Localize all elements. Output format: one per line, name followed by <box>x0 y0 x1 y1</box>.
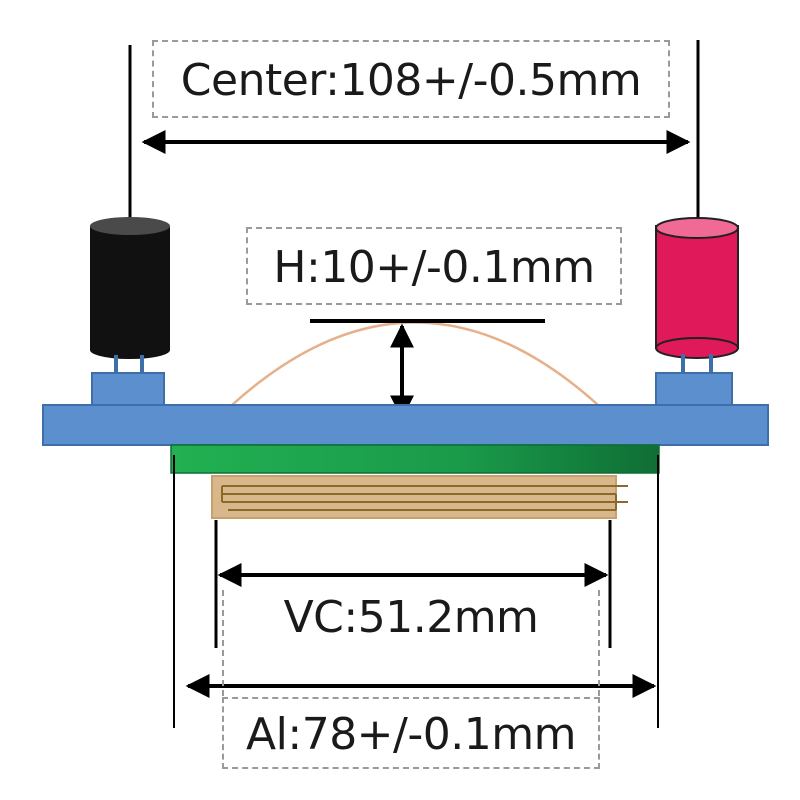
vapor-chamber <box>211 475 628 519</box>
center-spacing-label: Center:108+/-0.5mm <box>152 40 670 118</box>
capacitor-black-icon <box>90 217 170 408</box>
vc-length-label: VC:51.2mm <box>283 592 539 643</box>
height-label: H:10+/-0.1mm <box>246 227 622 305</box>
al-length-label: Al:78+/-0.1mm <box>222 697 600 769</box>
bow-arc <box>231 321 599 406</box>
capacitor-red-icon <box>655 217 739 408</box>
aluminum-board <box>170 444 660 474</box>
base-plate <box>42 404 769 446</box>
